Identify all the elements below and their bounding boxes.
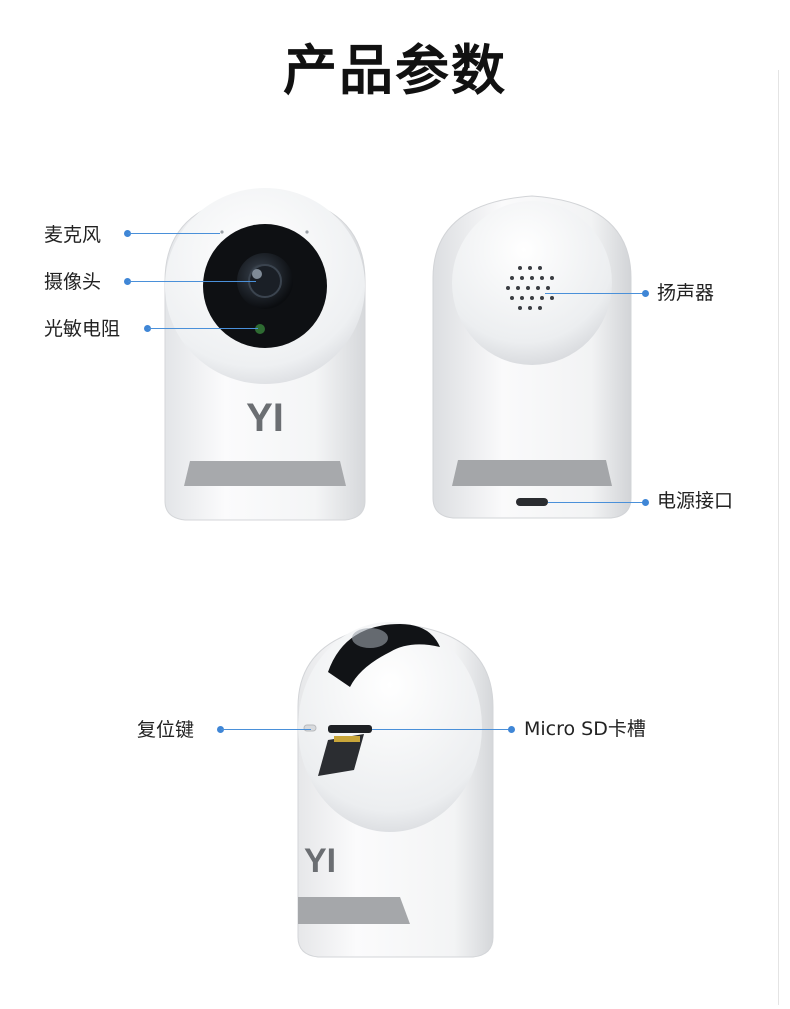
camera-front-image: YI (160, 186, 370, 531)
leader-line-sd-slot (372, 729, 510, 730)
label-reset-button: 复位键 (137, 719, 195, 741)
camera-back-image (428, 188, 636, 523)
callout-dot-sd-slot (508, 726, 515, 733)
leader-line-light-sensor (148, 328, 258, 329)
label-camera-lens: 摄像头 (44, 271, 102, 293)
camera-side-image: YI (290, 612, 500, 960)
label-power-port: 电源接口 (657, 490, 734, 512)
label-sd-slot: Micro SD卡槽 (524, 718, 646, 740)
callout-dot-microphone (124, 230, 131, 237)
callout-dot-light-sensor (144, 325, 151, 332)
page-title: 产品参数 (283, 39, 507, 102)
label-microphone: 麦克风 (44, 224, 102, 246)
edge-divider (778, 70, 779, 1005)
callout-dot-camera-lens (124, 278, 131, 285)
label-light-sensor: 光敏电阻 (44, 318, 121, 340)
label-speaker: 扬声器 (657, 282, 715, 304)
callout-dot-speaker (642, 290, 649, 297)
brand-logo-side: YI (304, 842, 336, 880)
leader-line-power-port (548, 502, 644, 503)
leader-line-camera-lens (128, 281, 256, 282)
brand-logo-front: YI (246, 396, 284, 440)
callout-dot-reset-button (217, 726, 224, 733)
callout-dot-power-port (642, 499, 649, 506)
leader-line-reset-button (221, 729, 311, 730)
leader-line-microphone (128, 233, 220, 234)
leader-line-speaker (545, 293, 645, 294)
